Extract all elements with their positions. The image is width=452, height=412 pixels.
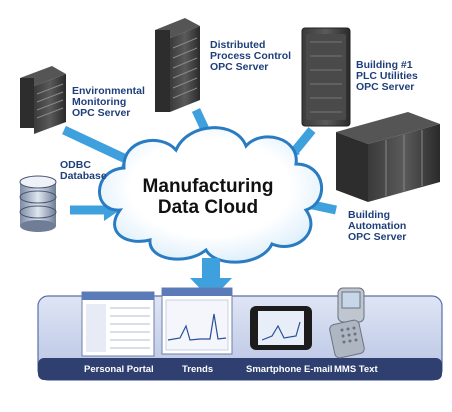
cloud-shape: [98, 126, 323, 264]
label-line: Building: [348, 209, 390, 221]
label-line: OPC Server: [356, 81, 415, 93]
label-line: Process Control: [210, 50, 292, 62]
building-automation-server-icon: [336, 112, 440, 202]
device-label-strip: [38, 358, 442, 380]
trends-label: Trends: [182, 364, 214, 375]
cloud-title-line: Data Cloud: [157, 197, 259, 218]
label-line: Building #1: [356, 59, 413, 71]
label-line: Database: [60, 170, 107, 182]
environmental-server-icon: [20, 66, 66, 134]
building1-label: Building #1 PLC Utilities OPC Server: [356, 60, 418, 93]
odbc-database-label: ODBC Database: [60, 160, 107, 182]
label-line: Automation: [348, 220, 407, 232]
environmental-monitoring-label: Environmental Monitoring OPC Server: [72, 86, 145, 119]
building-automation-label: Building Automation OPC Server: [348, 210, 406, 243]
label-line: OPC Server: [210, 61, 269, 73]
label-line: OPC Server: [72, 107, 131, 119]
mms-text-label: MMS Text: [334, 364, 378, 375]
personal-portal-screenshot: [81, 291, 155, 357]
database-icon: [19, 175, 57, 232]
smartphone-icon: [250, 306, 312, 350]
cloud-title: Manufacturing Data Cloud: [138, 176, 278, 218]
personal-portal-label: Personal Portal: [84, 364, 154, 375]
label-line: Monitoring: [72, 96, 127, 108]
flip-phone-icon: [329, 287, 365, 359]
label-line: ODBC: [60, 159, 91, 171]
building1-server-icon: [301, 27, 351, 127]
label-line: Environmental: [72, 85, 145, 97]
process-control-label: Distributed Process Control OPC Server: [210, 40, 291, 73]
process-control-server-icon: [155, 18, 200, 112]
label-line: Distributed: [210, 39, 266, 51]
cloud-title-line: Manufacturing: [142, 176, 274, 197]
label-line: OPC Server: [348, 231, 407, 243]
smartphone-email-label: Smartphone E-mail: [246, 364, 333, 375]
trends-screenshot: [161, 287, 233, 355]
label-line: PLC Utilities: [356, 70, 418, 82]
